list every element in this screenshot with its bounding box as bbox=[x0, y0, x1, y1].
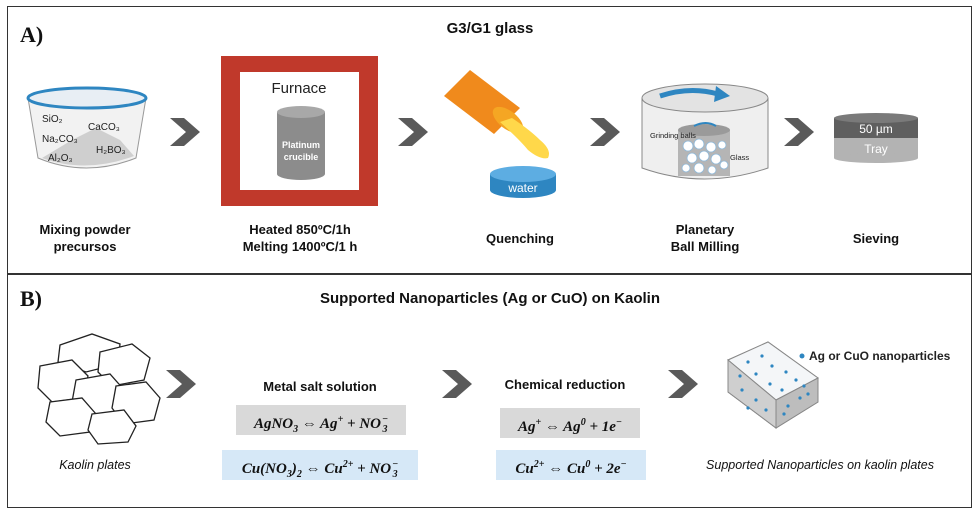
step-mixing-label: Mixing powder precursos bbox=[39, 222, 131, 254]
equation-ag-reduction: Ag+ ⇔ Ag0 + 1e− bbox=[500, 408, 640, 438]
kaolin-plates-icon bbox=[37, 333, 161, 445]
grinding-balls-icon bbox=[681, 138, 729, 175]
grinding-balls-label: Grinding balls bbox=[650, 131, 696, 140]
chem-sio2: SiO₂ bbox=[42, 114, 63, 125]
glass-label: Glass bbox=[730, 153, 749, 162]
equation-agno3: AgNO3 ⇔ Ag+ + NO−3 bbox=[236, 405, 406, 435]
panel-a-title: G3/G1 glass bbox=[446, 20, 534, 37]
sieve-icon bbox=[834, 113, 918, 163]
chem-h2bo3: H₂BO₃ bbox=[96, 145, 126, 156]
equation-cuno3: Cu(NO3)2 ⇔ Cu2+ + NO−3 bbox=[222, 450, 418, 480]
process-arrow-icon bbox=[442, 370, 472, 398]
panel-a-tag: A) bbox=[20, 22, 44, 47]
step-quenching-label: Quenching bbox=[486, 231, 554, 246]
water-bath-icon bbox=[490, 166, 556, 198]
panel-b-tag: B) bbox=[20, 286, 42, 311]
water-label: water bbox=[507, 181, 537, 195]
chemical-reduction-title: Chemical reduction bbox=[504, 377, 626, 392]
panel-b bbox=[7, 274, 972, 508]
equation-cu-reduction: Cu2+ ⇔ Cu0 + 2e− bbox=[496, 450, 646, 480]
metal-salt-title: Metal salt solution bbox=[263, 379, 377, 394]
crucible-icon bbox=[277, 106, 325, 180]
chem-caco3: CaCO₃ bbox=[88, 122, 120, 133]
chem-na2co3: Na₂CO₃ bbox=[42, 134, 78, 145]
kaolin-caption: Kaolin plates bbox=[59, 458, 131, 472]
ball-mill-icon bbox=[641, 83, 769, 180]
legend-dot-icon bbox=[799, 353, 805, 359]
sieve-mesh-label: 50 µm bbox=[859, 122, 893, 136]
process-arrow-icon bbox=[166, 370, 196, 398]
sieve-tray-label: Tray bbox=[864, 142, 888, 156]
step-heating-label: Heated 850ºC/1h Melting 1400ºC/1 h bbox=[242, 222, 358, 254]
mixing-bowl-icon bbox=[26, 86, 148, 169]
result-caption: Supported Nanoparticles on kaolin plates bbox=[706, 458, 934, 472]
pouring-crucible-icon bbox=[444, 70, 549, 159]
process-arrow-icon bbox=[590, 118, 620, 146]
process-arrow-icon bbox=[398, 118, 428, 146]
legend-label: Ag or CuO nanoparticles bbox=[809, 349, 951, 363]
chem-al2o3: Al₂O₃ bbox=[48, 153, 73, 164]
step-sieving-label: Sieving bbox=[852, 231, 900, 246]
process-arrow-icon bbox=[170, 118, 200, 146]
step-milling-label: Planetary Ball Milling bbox=[670, 222, 740, 254]
furnace-label: Furnace bbox=[271, 80, 326, 97]
nanoparticle-dots bbox=[738, 354, 810, 416]
process-arrow-icon bbox=[784, 118, 814, 146]
crucible-label-1: Platinum bbox=[282, 140, 320, 150]
panel-b-title: Supported Nanoparticles (Ag or CuO) on K… bbox=[319, 290, 660, 307]
crucible-label-2: crucible bbox=[284, 152, 319, 162]
process-arrow-icon bbox=[668, 370, 698, 398]
panel-a bbox=[7, 6, 972, 274]
